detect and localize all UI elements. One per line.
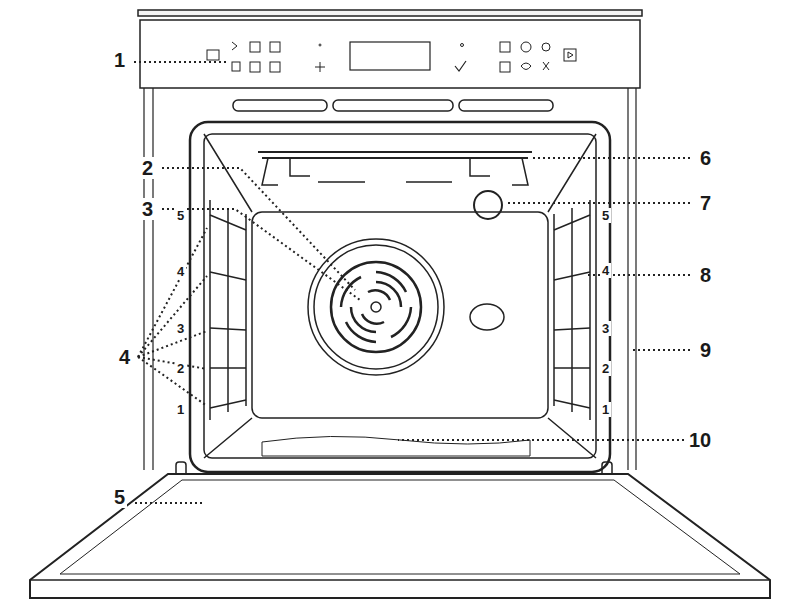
shelf-number: 4: [175, 264, 186, 279]
callout-number: 1: [112, 49, 127, 71]
callout-number: 4: [117, 346, 132, 368]
callout-number: 2: [140, 157, 155, 179]
shelf-number: 5: [600, 208, 611, 223]
shelf-number: 1: [175, 402, 186, 417]
shelf-number: 2: [175, 361, 186, 376]
callout-number: 6: [698, 147, 713, 169]
shelf-number: 1: [600, 402, 611, 417]
callout-number: 3: [140, 198, 155, 220]
callout-number: 8: [698, 264, 713, 286]
callout-number: 7: [698, 192, 713, 214]
callout-number: 5: [112, 486, 127, 508]
shelf-number: 4: [600, 263, 611, 278]
shelf-number: 5: [175, 208, 186, 223]
shelf-number: 2: [600, 361, 611, 376]
shelf-number: 3: [600, 321, 611, 336]
callout-number: 10: [687, 429, 713, 451]
callout-number: 9: [698, 339, 713, 361]
shelf-number: 3: [175, 321, 186, 336]
